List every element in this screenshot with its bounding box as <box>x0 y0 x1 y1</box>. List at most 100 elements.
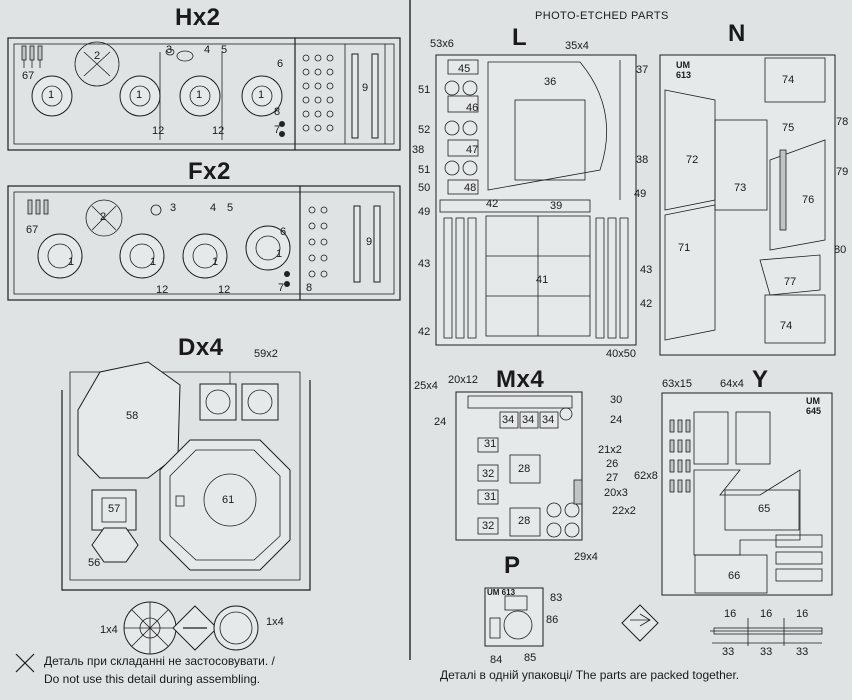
part-label: 3 <box>170 202 177 214</box>
part-label: 78 <box>836 116 849 128</box>
part-label: 38 <box>412 144 425 156</box>
part-label: 32 <box>482 520 495 532</box>
part-label: 73 <box>734 182 747 194</box>
note-not-used-en: Do not use this detail during assembling… <box>44 672 261 686</box>
pe-n-title: N <box>728 20 746 47</box>
note-packed-together: Деталі в одній упаковці/ The parts are p… <box>440 668 740 682</box>
part-label: 51 <box>418 84 431 96</box>
part-label: 8 <box>306 282 313 294</box>
part-label: 43 <box>640 264 653 276</box>
part-label: 76 <box>802 194 815 206</box>
not-used-cross-mark <box>15 653 35 673</box>
part-label: 53x6 <box>430 38 454 50</box>
wheel-label: 1 <box>68 256 75 268</box>
part-label: 12 <box>212 125 225 137</box>
part-label: 34 <box>502 414 515 426</box>
part-label: 37 <box>636 64 649 76</box>
pe-p-title: P <box>504 552 521 579</box>
part-label: 26 <box>606 458 619 470</box>
part-label: 12 <box>156 284 169 296</box>
dim-top: 16 <box>724 608 737 620</box>
pe-y-title: Y <box>752 366 769 393</box>
pe-m-title: Mx4 <box>496 366 545 393</box>
part-label: 75 <box>782 122 795 134</box>
part-label: 74 <box>782 74 795 86</box>
dim-top: 16 <box>760 608 773 620</box>
part-label: 5 <box>227 202 234 214</box>
part-label: 32 <box>482 468 495 480</box>
part-label: 67 <box>22 70 35 82</box>
part-label: 38 <box>636 154 649 166</box>
part-label: 67 <box>26 224 39 236</box>
note-not-used-ua: Деталь при складанні не застосовувати. / <box>44 654 275 668</box>
part-label: 72 <box>686 154 699 166</box>
pe-l-title: L <box>512 24 528 51</box>
part-label: 46 <box>466 102 479 114</box>
sprue-d-title: Dx4 <box>178 334 224 361</box>
sprue-f-title: Fx2 <box>188 158 231 185</box>
part-label: 39 <box>550 200 563 212</box>
part-label: 86 <box>546 614 559 626</box>
part-label: 27 <box>606 472 619 484</box>
part-label: 24 <box>434 416 447 428</box>
part-label: 47 <box>466 144 479 156</box>
dim-bottom: 33 <box>722 646 735 658</box>
part-label: 83 <box>550 592 563 604</box>
pe-sheet-y <box>661 392 833 596</box>
photo-etched-heading: PHOTO-ETCHED PARTS <box>535 10 669 22</box>
part-label: 61 <box>222 494 235 506</box>
part-label: 52 <box>418 124 431 136</box>
part-label: 42 <box>486 198 499 210</box>
part-label: 65 <box>758 503 771 515</box>
part-label: 48 <box>464 182 477 194</box>
part-label: 49 <box>418 206 431 218</box>
part-label: 50 <box>418 182 431 194</box>
part-label: 51 <box>418 164 431 176</box>
sprue-h <box>7 37 401 151</box>
part-label: 2 <box>100 211 107 223</box>
part-label: 42 <box>640 298 653 310</box>
part-label: 30 <box>610 394 623 406</box>
part-label: 7 <box>274 124 281 136</box>
pe-y-stamp: UM 645 <box>806 396 822 416</box>
part-label: 34 <box>522 414 535 426</box>
part-label: 28 <box>518 463 531 475</box>
part-label: 80 <box>834 244 847 256</box>
part-label: 40x50 <box>606 348 636 360</box>
part-label: 29x4 <box>574 551 598 563</box>
pe-p-stamp: UM 613 <box>487 588 516 597</box>
part-label: 59x2 <box>254 348 278 360</box>
part-label: 6 <box>277 58 284 70</box>
pe-sheet-p <box>484 587 544 647</box>
pe-n-stamp: UM 613 <box>676 60 692 80</box>
part-label: 62x8 <box>634 470 658 482</box>
part-label: 77 <box>784 276 797 288</box>
part-label: 49 <box>634 188 647 200</box>
part-label: 63x15 <box>662 378 692 390</box>
part-label: 22x2 <box>612 505 636 517</box>
part-label: 31 <box>484 491 497 503</box>
part-label: 12 <box>218 284 231 296</box>
wheel-label: 1 <box>136 89 143 101</box>
part-label: 42 <box>418 326 431 338</box>
part-label: 3 <box>166 44 173 56</box>
assembly-qty-right: 1x4 <box>266 616 284 628</box>
part-label: 7 <box>278 282 285 294</box>
wheel-label: 1 <box>150 256 157 268</box>
pe-sheet-n <box>659 54 836 356</box>
pe-sheet-l <box>435 54 637 346</box>
sprue-h-title: Hx2 <box>175 4 221 31</box>
part-label: 79 <box>836 166 849 178</box>
part-label: 41 <box>536 274 549 286</box>
part-label: 45 <box>458 63 471 75</box>
part-label: 6 <box>280 226 287 238</box>
part-label: 5 <box>221 44 228 56</box>
part-label: 20x12 <box>448 374 478 386</box>
part-label: 12 <box>152 125 165 137</box>
dim-bottom: 33 <box>760 646 773 658</box>
dim-top: 16 <box>796 608 809 620</box>
part-label: 4 <box>204 44 211 56</box>
part-label: 9 <box>366 236 373 248</box>
part-label: 66 <box>728 570 741 582</box>
wheel-label: 1 <box>196 89 203 101</box>
